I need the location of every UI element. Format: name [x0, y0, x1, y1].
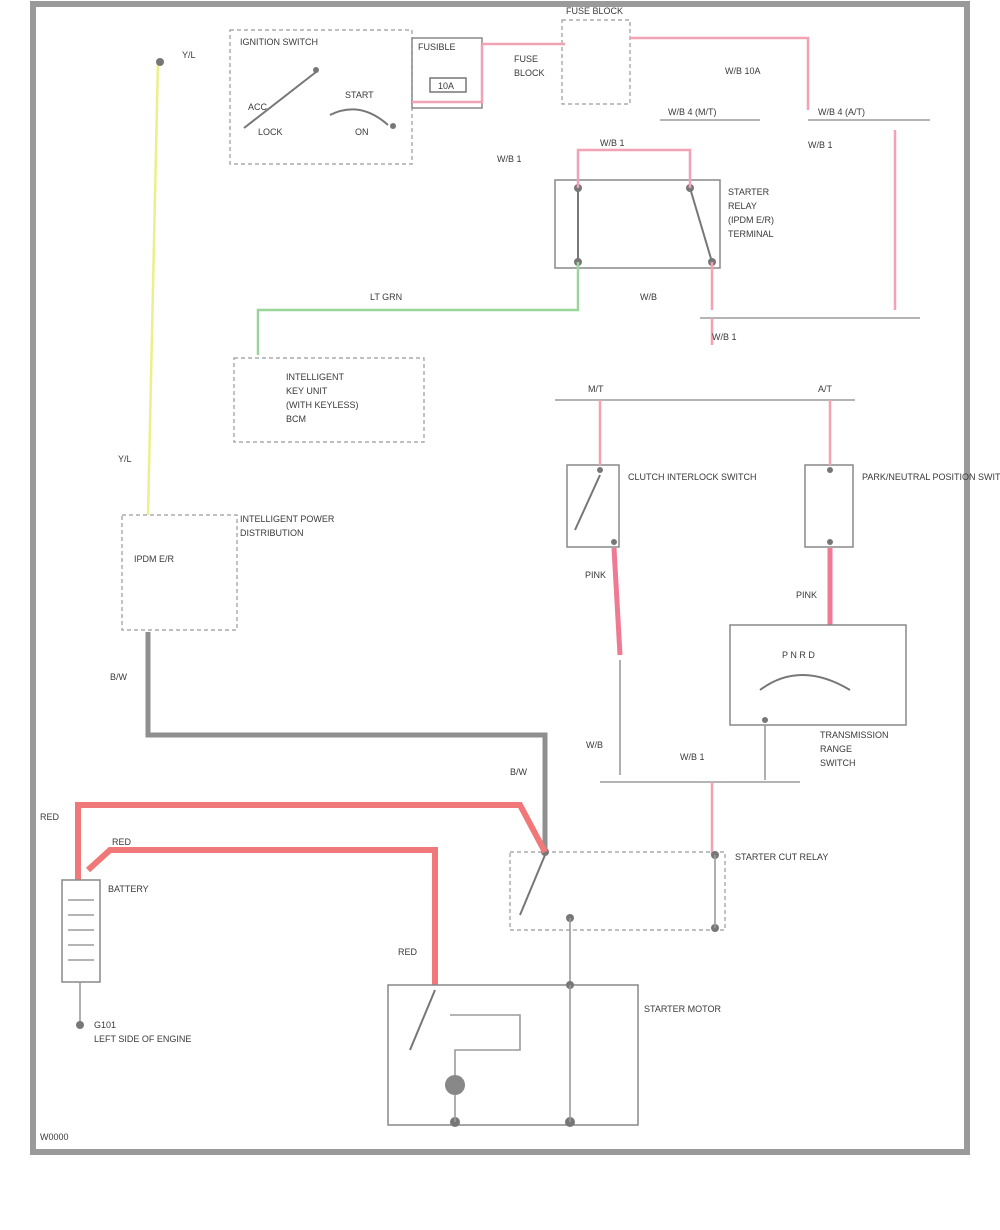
svg-text:PINK: PINK: [585, 570, 606, 580]
starter-cut-relay: STARTER CUT RELAY: [509, 848, 828, 932]
svg-text:FUSE: FUSE: [514, 54, 538, 64]
fuse-block-label: FUSE BLOCK: [566, 6, 623, 16]
svg-text:FUSIBLE: FUSIBLE: [418, 42, 456, 52]
svg-text:W/B 1: W/B 1: [712, 332, 737, 342]
svg-text:PINK: PINK: [796, 590, 817, 600]
svg-text:W/B 10A: W/B 10A: [725, 66, 761, 76]
svg-text:W/B 1: W/B 1: [808, 140, 833, 150]
svg-text:LT GRN: LT GRN: [370, 292, 402, 302]
ipdm-label: IPDM E/R: [134, 554, 175, 564]
starter-cut-relay-label: STARTER CUT RELAY: [735, 852, 828, 862]
ground-desc: LEFT SIDE OF ENGINE: [94, 1034, 191, 1044]
fuse-block: FUSE BLOCK FUSE BLOCK W/B 10A: [514, 6, 761, 105]
svg-text:ACC: ACC: [248, 102, 268, 112]
svg-text:INTELLIGENT: INTELLIGENT: [286, 372, 345, 382]
clutch-switch-label: CLUTCH INTERLOCK SWITCH: [628, 472, 757, 482]
ignition-switch-label: IGNITION SWITCH: [240, 37, 318, 47]
svg-text:SWITCH: SWITCH: [820, 758, 856, 768]
svg-text:STARTER: STARTER: [728, 187, 770, 197]
battery: BATTERY: [61, 879, 149, 983]
svg-text:W/B: W/B: [640, 292, 657, 302]
park-neutral-switch: PARK/NEUTRAL POSITION SWITCH: [804, 464, 1000, 548]
fusible-link-box: FUSIBLE 10A: [411, 37, 483, 109]
ignition-switch-block: IGNITION SWITCH ACC LOCK START ON: [229, 29, 413, 165]
svg-text:TRANSMISSION: TRANSMISSION: [820, 730, 889, 740]
starter-relay: STARTER RELAY (IPDM E/R) TERMINAL: [554, 179, 774, 269]
svg-text:KEY UNIT: KEY UNIT: [286, 386, 328, 396]
svg-text:ON: ON: [355, 127, 369, 137]
transmission-range-switch: P N R D TRANSMISSION RANGE SWITCH: [729, 624, 907, 768]
bcm-label: BCM: [286, 414, 306, 424]
svg-text:B/W: B/W: [110, 672, 128, 682]
svg-text:LOCK: LOCK: [258, 127, 283, 137]
starter-motor: STARTER MOTOR: [387, 981, 722, 1127]
park-neutral-label: PARK/NEUTRAL POSITION SWITCH: [862, 472, 1000, 482]
svg-text:W/B 1: W/B 1: [680, 752, 705, 762]
svg-text:Y/L: Y/L: [182, 50, 196, 60]
page-id: W0000: [40, 1132, 69, 1142]
ground-label: G101: [94, 1020, 116, 1030]
fuse-amp: 10A: [438, 81, 454, 91]
svg-text:W/B 1: W/B 1: [497, 154, 522, 164]
svg-text:W/B 1: W/B 1: [600, 138, 625, 148]
clutch-interlock-switch: CLUTCH INTERLOCK SWITCH: [566, 464, 757, 548]
diagram-frame: [30, 1, 970, 1155]
svg-text:TERMINAL: TERMINAL: [728, 229, 774, 239]
svg-text:INTELLIGENT POWER: INTELLIGENT POWER: [240, 514, 335, 524]
svg-text:P N R D: P N R D: [782, 650, 815, 660]
svg-text:START: START: [345, 90, 374, 100]
battery-label: BATTERY: [108, 884, 149, 894]
ipdm-block: IPDM E/R INTELLIGENT POWER DISTRIBUTION: [121, 514, 335, 631]
starter-motor-label: STARTER MOTOR: [644, 1004, 722, 1014]
svg-text:W/B 4 (A/T): W/B 4 (A/T): [818, 107, 865, 117]
svg-text:Y/L: Y/L: [118, 454, 132, 464]
svg-text:DISTRIBUTION: DISTRIBUTION: [240, 528, 304, 538]
svg-text:(WITH KEYLESS): (WITH KEYLESS): [286, 400, 359, 410]
bcm-block: INTELLIGENT KEY UNIT (WITH KEYLESS) BCM: [233, 357, 425, 443]
svg-text:W/B 4 (M/T): W/B 4 (M/T): [668, 107, 717, 117]
svg-text:M/T: M/T: [588, 384, 604, 394]
svg-text:A/T: A/T: [818, 384, 833, 394]
svg-text:RED: RED: [112, 837, 132, 847]
svg-text:B/W: B/W: [510, 767, 528, 777]
svg-text:RED: RED: [40, 812, 60, 822]
svg-text:RELAY: RELAY: [728, 201, 757, 211]
svg-text:W/B: W/B: [586, 740, 603, 750]
svg-text:(IPDM E/R): (IPDM E/R): [728, 215, 774, 225]
svg-text:BLOCK: BLOCK: [514, 68, 545, 78]
svg-text:RANGE: RANGE: [820, 744, 852, 754]
svg-text:RED: RED: [398, 947, 418, 957]
